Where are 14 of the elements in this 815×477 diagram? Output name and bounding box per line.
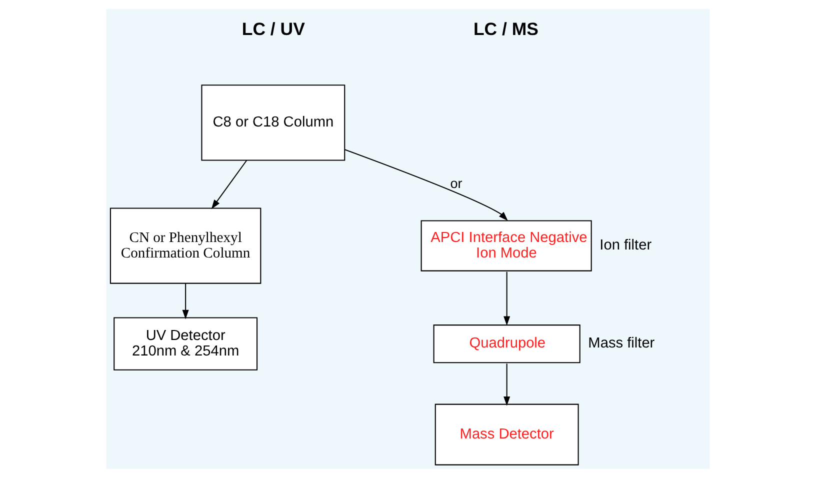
label: LC / UV (241, 18, 304, 39)
label: LC / MS (472, 18, 538, 39)
arrow (210, 160, 247, 209)
arrow (182, 282, 188, 319)
node-box: UV Detector 210nm & 254nm (113, 316, 258, 370)
node-box: Mass Detector (434, 403, 578, 465)
edge-label: or (450, 175, 462, 190)
node-box: CN or Phenylhexyl Confirmation Column (109, 207, 261, 284)
arrow (503, 271, 510, 326)
arrow (344, 148, 508, 220)
node-box: C8 or C18 Column (200, 84, 345, 160)
node-label: Ion filter (599, 237, 652, 254)
node-label: Mass filter (588, 335, 654, 352)
arrow (503, 363, 510, 406)
